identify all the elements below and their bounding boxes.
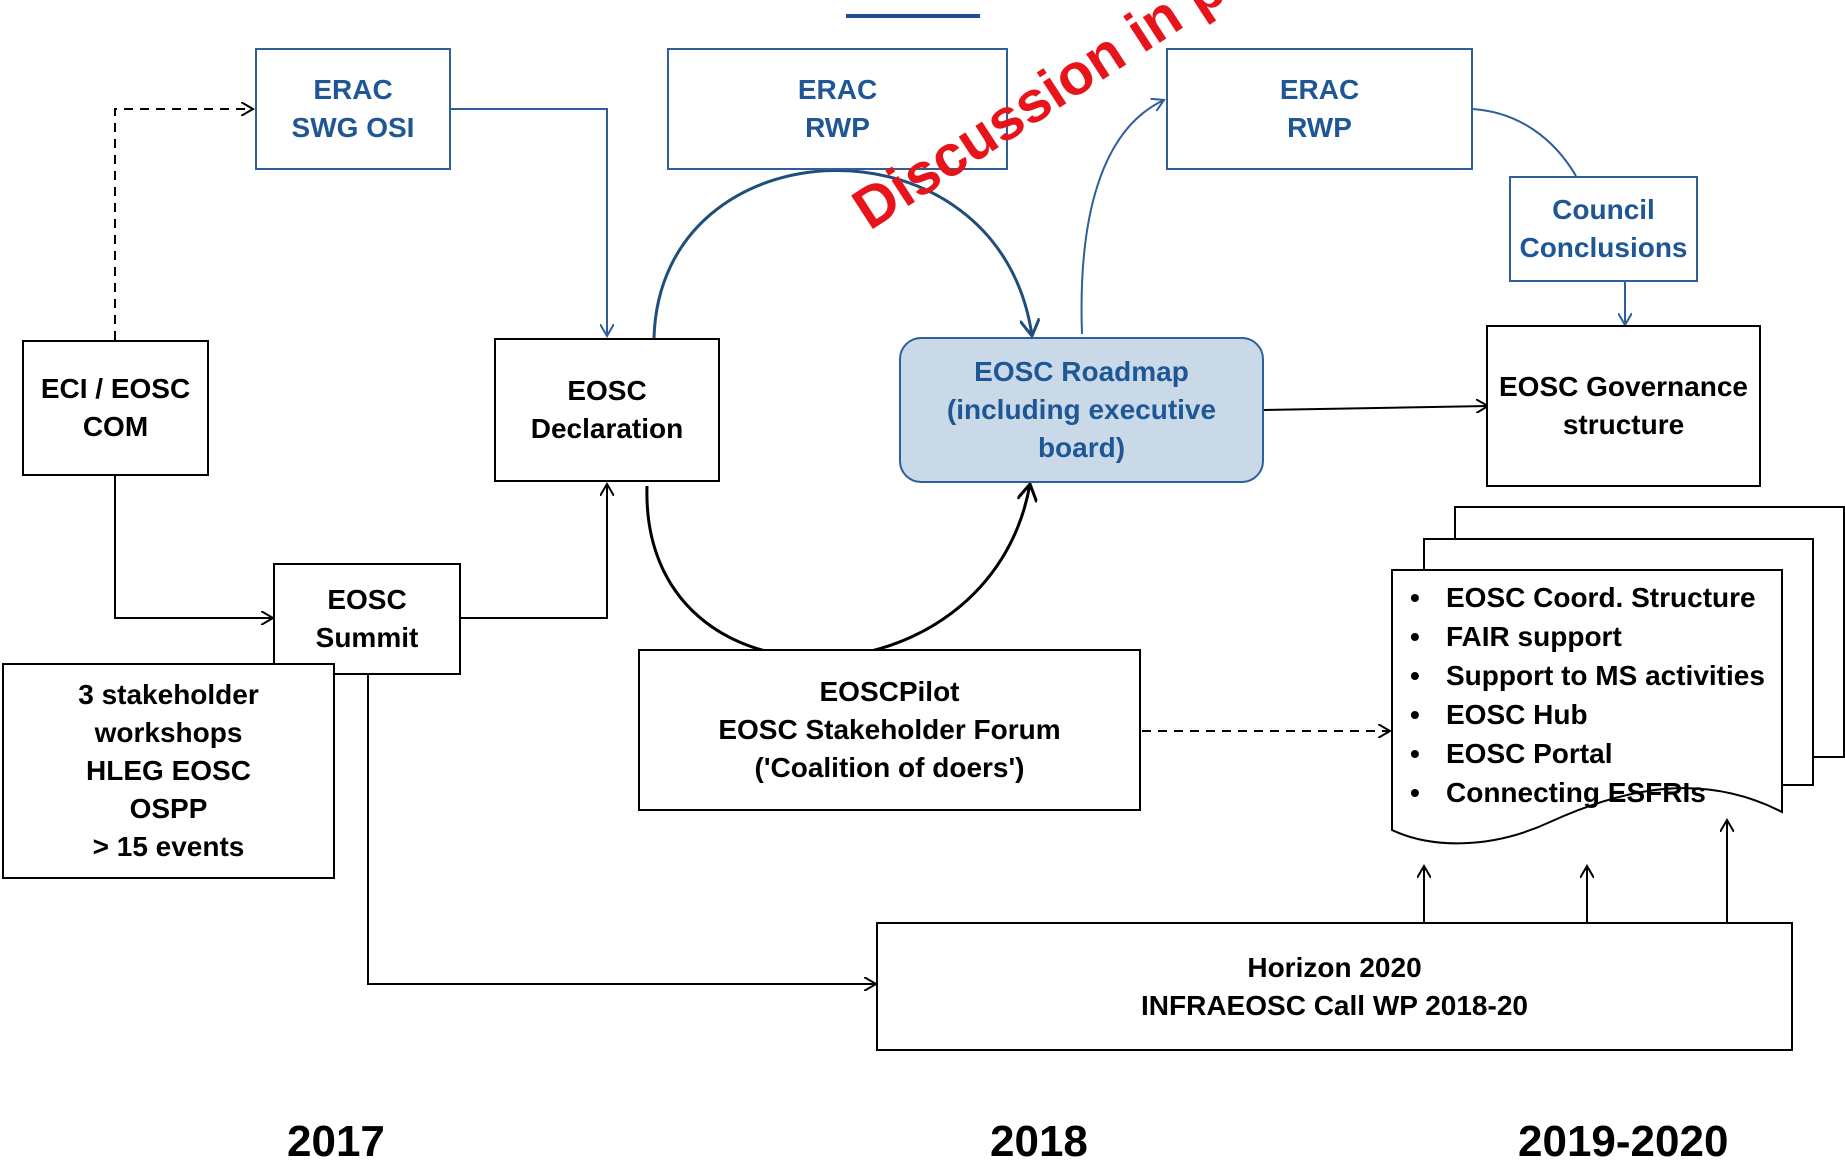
horizon-line1: Horizon 2020: [1247, 951, 1422, 983]
eci-eosc-com-box: ECI / EOSC COM: [22, 340, 209, 476]
erac-swg-osi-box: ERAC SWG OSI: [255, 48, 451, 170]
workshops-line2: workshops: [94, 717, 243, 748]
eci-line1: ECI / EOSC: [40, 373, 191, 404]
eci-line2: COM: [82, 411, 149, 442]
eoscpilot-box: EOSCPilot EOSC Stakeholder Forum ('Coali…: [638, 649, 1141, 811]
pilot-line2: EOSC Stakeholder Forum: [718, 714, 1061, 745]
erac-rwp-2018-box: ERAC RWP: [667, 48, 1008, 170]
erac-rwp-2018-line2: RWP: [805, 112, 870, 143]
horizon-2020-box: Horizon 2020 INFRAEOSC Call WP 2018-20: [876, 922, 1793, 1051]
document-bullet-list: EOSC Coord. Structure FAIR support Suppo…: [1398, 578, 1765, 812]
eosc-governance-box: EOSC Governance structure: [1486, 325, 1761, 487]
arrow-roadmap-to-erac-rwp: [1080, 100, 1164, 335]
horizon-line2: INFRAEOSC Call WP 2018-20: [1141, 989, 1528, 1021]
arrow-roadmap-to-governance: [1262, 406, 1488, 410]
list-item: FAIR support: [1398, 617, 1765, 656]
workshops-line3: HLEG EOSC: [86, 755, 251, 786]
eosc-summit-box: EOSC Summit: [273, 563, 461, 675]
pilot-line1: EOSCPilot: [819, 676, 960, 707]
arrow-erac-swg-to-declaration: [450, 108, 607, 336]
governance-line2: structure: [1562, 409, 1685, 440]
list-item: Connecting ESFRIs: [1398, 773, 1765, 812]
eosc-declaration-box: EOSC Declaration: [494, 338, 720, 482]
year-label-2017: 2017: [287, 1117, 385, 1166]
workshops-line1: 3 stakeholder: [78, 679, 259, 710]
roadmap-line2: (including executive: [946, 394, 1217, 425]
erac-rwp-2019-line2: RWP: [1287, 112, 1352, 143]
erac-rwp-2019-box: ERAC RWP: [1166, 48, 1473, 170]
arc-declaration-to-roadmap-top: [652, 169, 1032, 338]
erac-rwp-2018-line1: ERAC: [797, 74, 878, 105]
roadmap-line1: EOSC Roadmap: [974, 356, 1189, 387]
arrow-eci-to-erac-swg: [114, 109, 253, 340]
summit-line1: EOSC: [327, 584, 407, 615]
council-conclusions-box: Council Conclusions: [1509, 176, 1698, 282]
list-item: EOSC Portal: [1398, 734, 1765, 773]
pilot-line3: ('Coalition of doers'): [754, 752, 1025, 783]
workshops-line4: OSPP: [129, 793, 208, 824]
governance-line1: EOSC Governance: [1499, 371, 1748, 402]
list-item: EOSC Coord. Structure: [1398, 578, 1765, 617]
arc-declaration-to-roadmap-bottom: [645, 484, 1030, 659]
arrow-summit-to-declaration: [459, 484, 607, 619]
list-item: EOSC Hub: [1398, 695, 1765, 734]
connector-erac-rwp-to-council: [1471, 108, 1577, 177]
summit-line2: Summit: [315, 622, 419, 653]
erac-swg-line1: ERAC: [313, 74, 393, 105]
council-line2: Conclusions: [1519, 232, 1688, 263]
erac-rwp-2019-line1: ERAC: [1279, 74, 1360, 105]
workshops-line5: > 15 events: [92, 831, 245, 862]
list-item: Support to MS activities: [1398, 656, 1765, 695]
eosc-roadmap-box: EOSC Roadmap (including executive board): [899, 337, 1264, 483]
arrow-eci-to-summit: [114, 474, 273, 618]
council-line1: Council: [1552, 194, 1655, 225]
arrow-summit-to-horizon: [367, 674, 876, 984]
declaration-line2: Declaration: [530, 413, 684, 444]
stakeholder-workshops-box: 3 stakeholder workshops HLEG EOSC OSPP >…: [2, 663, 335, 879]
commission-logo-strip: [846, 0, 980, 18]
year-label-2019-2020: 2019-2020: [1518, 1117, 1729, 1166]
year-label-2018: 2018: [990, 1117, 1088, 1166]
roadmap-line3: board): [1037, 432, 1126, 463]
declaration-line1: EOSC: [567, 375, 647, 406]
erac-swg-line2: SWG OSI: [291, 112, 415, 143]
